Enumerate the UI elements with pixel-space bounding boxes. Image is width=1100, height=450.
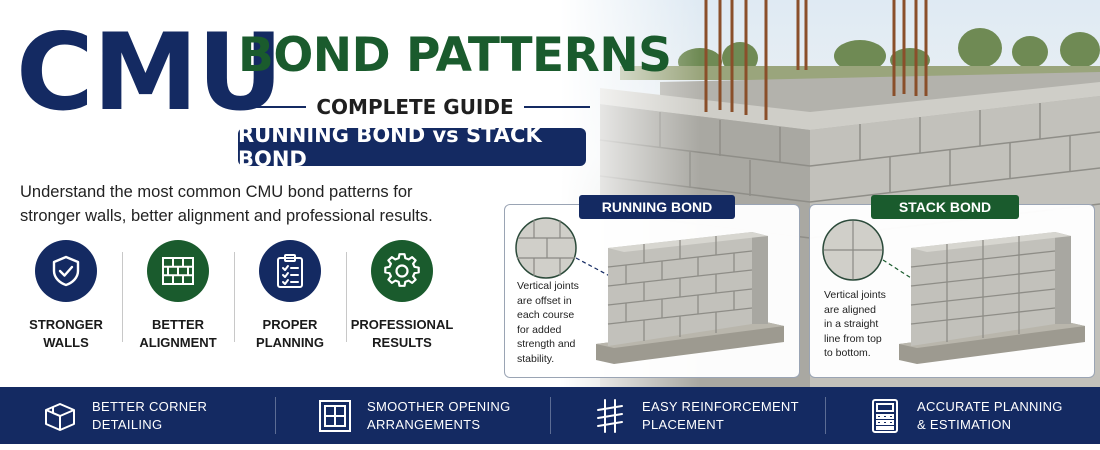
complete-guide-label: COMPLETE GUIDE [316, 95, 514, 119]
description-line: are aligned [824, 303, 876, 316]
bottom-item-text: EASY REINFORCEMENT PLACEMENT [642, 398, 799, 434]
description-line: line from top [824, 332, 882, 345]
benefit-label-line1: PROFESSIONAL [350, 317, 454, 332]
bottom-benefits-bar: BETTER CORNER DETAILING SMOOTHER OPENING… [0, 387, 1100, 444]
corner-block-icon [45, 402, 75, 431]
bottom-item-line2: & ESTIMATION [917, 416, 1012, 432]
benefits-row: STRONGER WALLS BETTER ALIGNMENT [10, 240, 480, 360]
stack-bond-description: Vertical joints are aligned in a straigh… [824, 288, 904, 361]
bottom-item-opening-arrangements: SMOOTHER OPENING ARRANGEMENTS [275, 387, 550, 444]
benefit-label: STRONGER WALLS [11, 316, 121, 352]
benefit-stronger-walls: STRONGER WALLS [10, 240, 122, 360]
benefit-better-alignment: BETTER ALIGNMENT [122, 240, 234, 360]
clipboard-checklist-icon [259, 240, 321, 302]
bottom-item-text: BETTER CORNER DETAILING [92, 398, 207, 434]
running-bond-title: RUNNING BOND [579, 195, 735, 219]
benefit-label: PROFESSIONAL RESULTS [347, 316, 457, 352]
running-bond-footing [596, 322, 784, 364]
running-bond-description: Vertical joints are offset in each cours… [517, 279, 597, 366]
benefit-label-line2: WALLS [43, 335, 89, 350]
divider-line-right [523, 106, 590, 108]
benefit-label-line1: BETTER [152, 317, 204, 332]
description-line: stability. [517, 352, 555, 365]
description-line: for added [517, 323, 562, 336]
description-line: Vertical joints [517, 280, 579, 292]
bottom-item-line1: BETTER CORNER [92, 398, 208, 414]
description-line: are offset in [517, 294, 572, 307]
benefit-label-line2: PLANNING [256, 335, 324, 350]
stack-bond-footing [899, 322, 1085, 364]
gear-icon [371, 240, 433, 302]
benefit-professional-results: PROFESSIONAL RESULTS [346, 240, 458, 360]
calculator-icon [872, 398, 898, 433]
stack-bond-diagram [822, 219, 1085, 364]
bottom-item-text: ACCURATE PLANNING & ESTIMATION [917, 398, 1063, 434]
running-bond-diagram [515, 217, 784, 364]
bottom-item-line1: ACCURATE PLANNING [917, 398, 1063, 414]
bottom-item-corner-detailing: BETTER CORNER DETAILING [0, 387, 275, 444]
benefit-label-line2: ALIGNMENT [139, 335, 217, 350]
bottom-item-line2: DETAILING [92, 416, 163, 432]
divider-line-left [240, 106, 307, 108]
bottom-item-planning-estimation: ACCURATE PLANNING & ESTIMATION [825, 387, 1100, 444]
benefit-label-line2: RESULTS [372, 335, 432, 350]
benefit-label-line1: STRONGER [29, 317, 103, 332]
description-line: to bottom. [824, 347, 871, 359]
brick-wall-icon [147, 240, 209, 302]
description-line: each course [517, 309, 575, 321]
stack-bond-title: STACK BOND [871, 195, 1019, 219]
benefit-label: BETTER ALIGNMENT [123, 316, 233, 352]
benefit-proper-planning: PROPER PLANNING [234, 240, 346, 360]
bond-patterns-title: BOND PATTERNS [238, 28, 672, 83]
shield-check-icon [35, 240, 97, 302]
bottom-item-line2: PLACEMENT [642, 416, 725, 432]
rebar-grid-icon [597, 398, 623, 433]
description-line: in a straight [824, 318, 879, 330]
bottom-item-line1: EASY REINFORCEMENT [642, 398, 799, 414]
intro-subtitle: Understand the most common CMU bond patt… [20, 180, 500, 228]
bottom-item-reinforcement-placement: EASY REINFORCEMENT PLACEMENT [550, 387, 825, 444]
cmu-title: CMU [16, 11, 283, 134]
benefit-label: PROPER PLANNING [235, 316, 345, 352]
benefit-label-line1: PROPER [262, 317, 318, 332]
bottom-item-line1: SMOOTHER OPENING [367, 398, 511, 414]
description-line: Vertical joints [824, 289, 886, 301]
subtitle-line-1: Understand the most common CMU bond patt… [20, 183, 413, 201]
complete-guide-row: COMPLETE GUIDE [240, 94, 590, 120]
subtitle-line-2: stronger walls, better alignment and pro… [20, 207, 433, 225]
comparison-banner: RUNNING BOND vs STACK BOND [238, 123, 586, 171]
bottom-item-line2: ARRANGEMENTS [367, 416, 481, 432]
bottom-item-text: SMOOTHER OPENING ARRANGEMENTS [367, 398, 510, 434]
running-bond-detail-circle [515, 217, 577, 279]
window-opening-icon [319, 399, 351, 432]
description-line: strength and [517, 338, 576, 350]
